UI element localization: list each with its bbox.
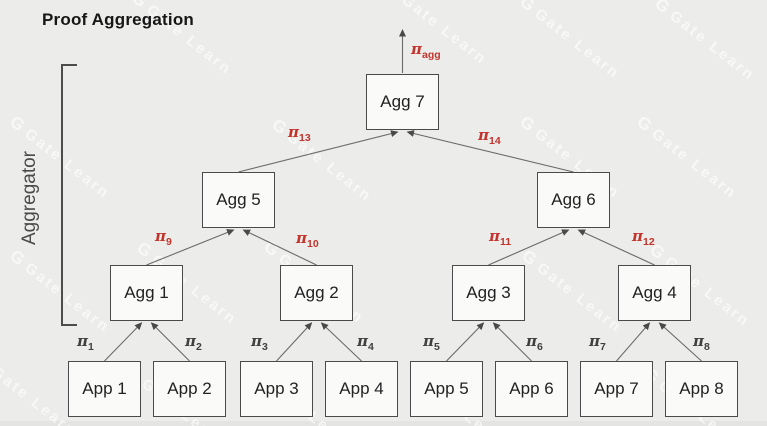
pi-symbol: π — [632, 227, 643, 245]
pi-symbol: π — [526, 332, 537, 350]
node-app4: App 4 — [325, 361, 398, 417]
edge-label-pi-10: π10 — [296, 228, 319, 251]
node-agg7: Agg 7 — [366, 74, 439, 130]
pi-subscript: 5 — [433, 341, 440, 354]
node-agg1: Agg 1 — [110, 265, 183, 321]
edge-label-pi-3: π3 — [251, 331, 268, 354]
aggregator-axis-label: Aggregator — [19, 150, 40, 246]
pi-subscript: 10 — [306, 238, 319, 251]
pi-subscript: 8 — [703, 341, 710, 354]
edge-app3-to-agg2 — [276, 322, 313, 362]
edge-app5-to-agg3 — [446, 322, 485, 362]
node-app7: App 7 — [580, 361, 653, 417]
pi-symbol: π — [411, 40, 422, 58]
edge-agg4-to-agg6 — [577, 229, 655, 266]
pi-subscript: 6 — [536, 341, 543, 354]
pi-symbol: π — [296, 229, 307, 247]
edge-agg2-to-agg5 — [242, 229, 317, 266]
pi-symbol: π — [489, 227, 500, 245]
edge-label-pi-7: π7 — [589, 331, 606, 354]
edge-label-pi-11: π11 — [489, 226, 512, 249]
edge-app4-to-agg2 — [320, 322, 362, 362]
pi-symbol: π — [185, 332, 196, 350]
pi-subscript: 3 — [261, 341, 268, 354]
pi-symbol: π — [155, 227, 166, 245]
pi-subscript: 4 — [367, 341, 374, 354]
edge-label-pi-6: π6 — [526, 331, 543, 354]
node-agg4: Agg 4 — [618, 265, 691, 321]
edge-label-pi-2: π2 — [185, 331, 202, 354]
node-app3: App 3 — [240, 361, 313, 417]
pi-symbol: π — [357, 332, 368, 350]
edge-app7-to-agg4 — [616, 322, 651, 362]
pi-symbol: π — [589, 332, 600, 350]
edge-app6-to-agg3 — [492, 322, 532, 362]
node-agg6: Agg 6 — [537, 172, 610, 228]
pi-symbol: π — [77, 332, 88, 350]
pi-symbol: π — [251, 332, 262, 350]
pi-subscript: agg — [421, 49, 441, 62]
edge-app2-to-agg1 — [150, 322, 190, 362]
pi-subscript: 13 — [298, 132, 311, 145]
edge-agg3-to-agg6 — [488, 229, 570, 266]
pi-subscript: 2 — [195, 341, 202, 354]
node-app6: App 6 — [495, 361, 568, 417]
pi-symbol: π — [478, 126, 489, 144]
aggregator-bracket — [61, 64, 77, 326]
page-title: Proof Aggregation — [42, 10, 194, 29]
edge-app1-to-agg1 — [104, 322, 143, 362]
node-app1: App 1 — [68, 361, 141, 417]
output-proof-label: πagg — [411, 39, 441, 62]
pi-symbol: π — [288, 123, 299, 141]
pi-symbol: π — [423, 332, 434, 350]
edge-agg1-to-agg5 — [146, 229, 235, 266]
edge-label-pi-4: π4 — [357, 331, 374, 354]
node-agg5: Agg 5 — [202, 172, 275, 228]
edge-label-pi-1: π1 — [77, 331, 94, 354]
edge-agg5-to-agg7 — [238, 130, 399, 173]
edge-label-pi-13: π13 — [288, 122, 311, 145]
pi-symbol: π — [693, 332, 704, 350]
pi-subscript: 11 — [499, 236, 512, 249]
pi-subscript: 14 — [488, 135, 501, 148]
node-agg3: Agg 3 — [452, 265, 525, 321]
pi-subscript: 7 — [599, 341, 606, 354]
bottom-strip — [0, 421, 767, 426]
pi-subscript: 12 — [642, 236, 655, 249]
edge-label-pi-14: π14 — [478, 125, 501, 148]
edge-label-pi-5: π5 — [423, 331, 440, 354]
edge-agg6-to-agg7 — [406, 130, 574, 173]
node-agg2: Agg 2 — [280, 265, 353, 321]
pi-subscript: 9 — [165, 236, 172, 249]
edge-label-pi-8: π8 — [693, 331, 710, 354]
node-app8: App 8 — [665, 361, 738, 417]
edge-app8-to-agg4 — [658, 322, 702, 362]
edge-label-pi-12: π12 — [632, 226, 655, 249]
pi-subscript: 1 — [87, 341, 94, 354]
node-app2: App 2 — [153, 361, 226, 417]
node-app5: App 5 — [410, 361, 483, 417]
edge-label-pi-9: π9 — [155, 226, 172, 249]
